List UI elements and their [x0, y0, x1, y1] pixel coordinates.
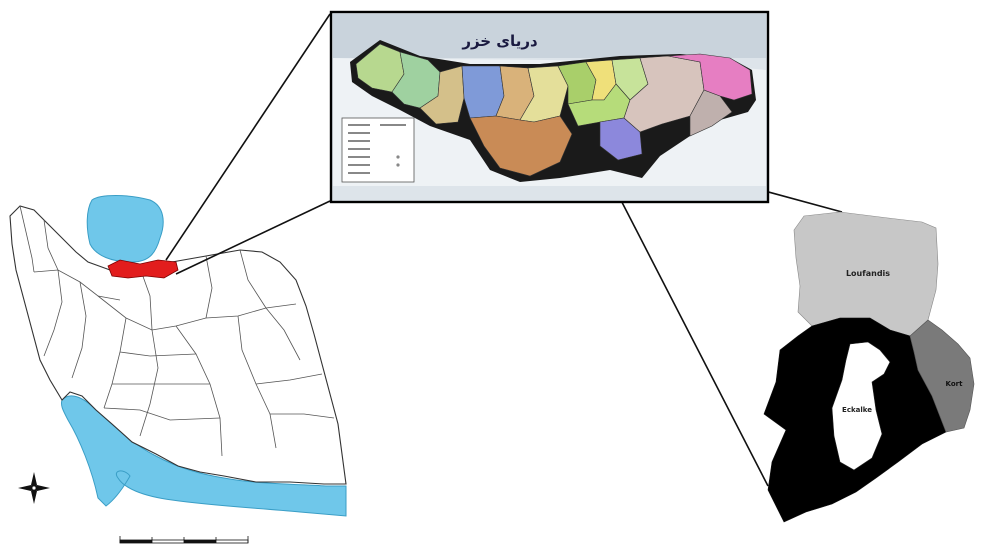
- label-north: Loufandis: [846, 269, 890, 278]
- inset-legend: [341, 117, 415, 183]
- persian-gulf: [61, 395, 347, 517]
- iran-map: [9, 195, 347, 517]
- inset-map: دریای خزر: [329, 10, 770, 204]
- region-east: [909, 319, 975, 433]
- region-center: [831, 341, 891, 471]
- label-center: Eckalke: [842, 406, 872, 414]
- highlighted-province: [107, 259, 179, 279]
- district-7: [469, 115, 573, 177]
- compass-rose-icon: [18, 472, 50, 504]
- district-15: [667, 53, 753, 101]
- district-map: Loufandis Eckalke Kort: [763, 211, 975, 523]
- iran-outline: [9, 205, 347, 485]
- province-borders: [19, 205, 335, 457]
- district-4: [461, 65, 505, 119]
- caspian-sea: [86, 195, 164, 263]
- scale-bar: [119, 536, 249, 544]
- label-east: Kort: [946, 380, 964, 388]
- inset-title: دریای خزر: [461, 32, 538, 50]
